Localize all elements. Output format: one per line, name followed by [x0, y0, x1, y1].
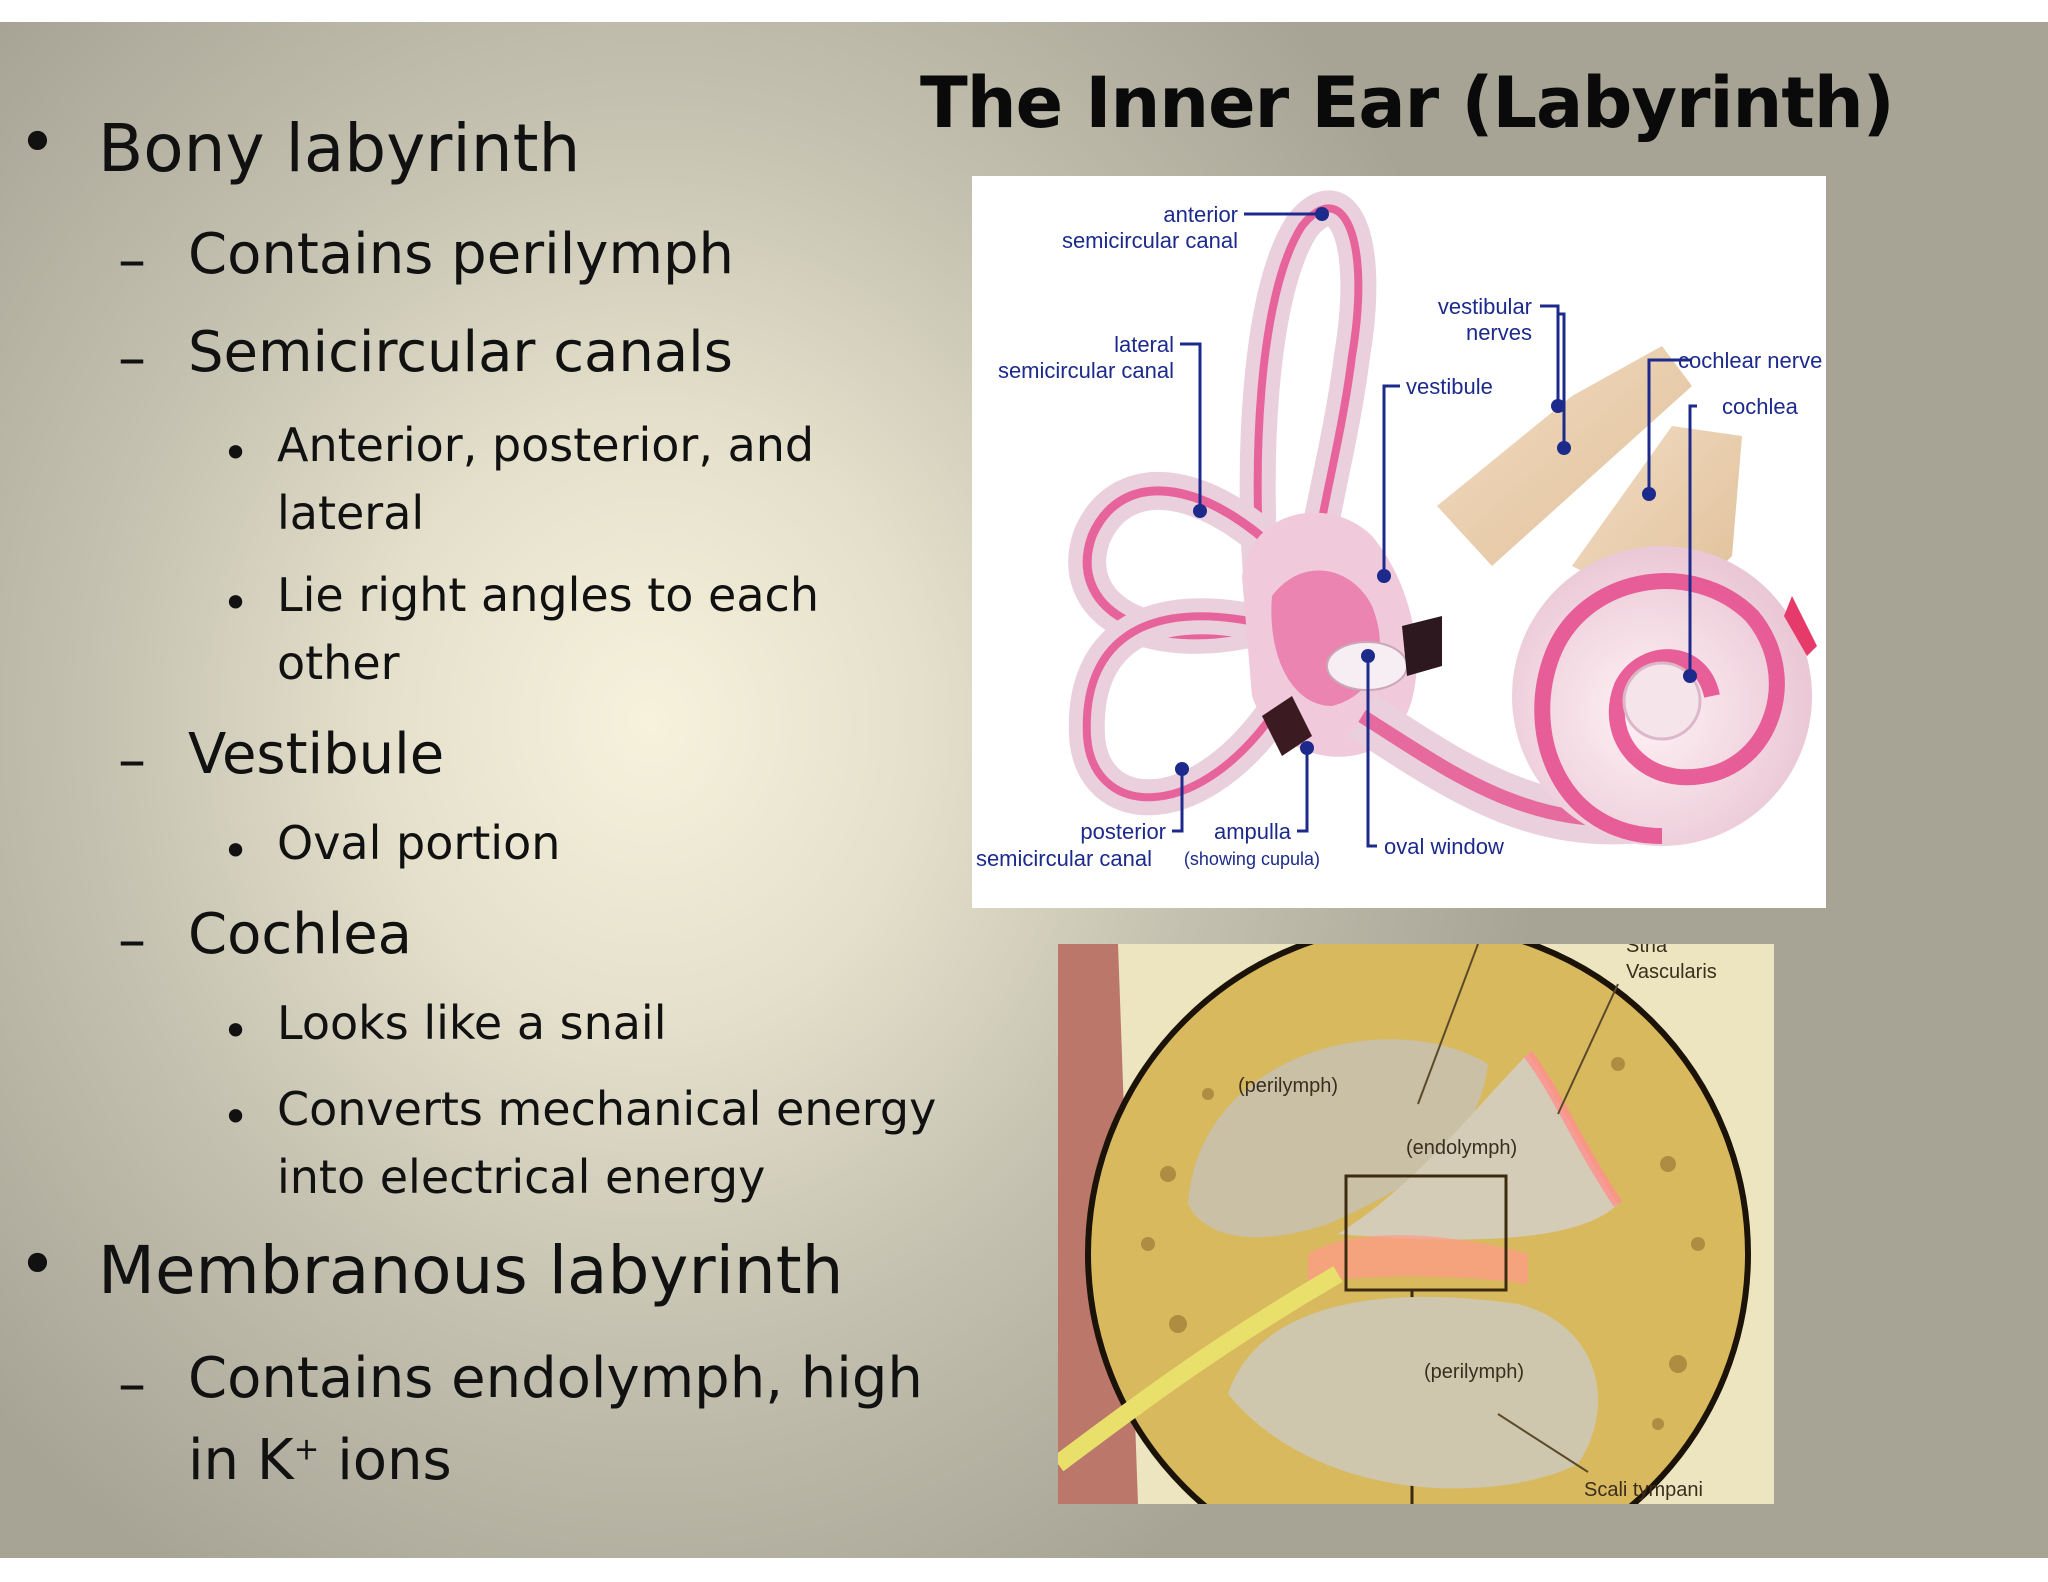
slide-title: The Inner Ear (Labyrinth) — [920, 62, 1895, 144]
subitem-oval-portion: Oval portion — [277, 816, 561, 870]
scala-vestibuli — [1188, 1039, 1488, 1238]
label-lateral-2: semicircular canal — [998, 358, 1174, 383]
label-stria-2: Vascularis — [1626, 961, 1717, 983]
ampulla-shape — [1262, 696, 1312, 756]
sub-bullet-dot: • — [222, 1090, 250, 1144]
dash-mark: – — [118, 728, 146, 793]
slide: The Inner Ear (Labyrinth) • Bony labyrin… — [0, 22, 2048, 1558]
cochlea-cross-section-figure: Stria Vascularis (perilymph) (endolymph)… — [1058, 944, 1774, 1504]
subitem-canal-names-line1: Anterior, posterior, and — [277, 418, 815, 472]
subitem-right-angles-line2: other — [277, 636, 400, 690]
bullet-membranous-labyrinth: Membranous labyrinth — [98, 1232, 844, 1309]
item-cochlea: Cochlea — [188, 902, 412, 967]
label-stria-1: Stria — [1626, 944, 1668, 957]
subitem-canal-names-line2: lateral — [277, 486, 425, 540]
label-anterior-2: semicircular canal — [1062, 228, 1238, 253]
label-posterior-2: semicircular canal — [976, 846, 1152, 871]
dash-mark: – — [118, 228, 146, 293]
label-oval-window: oval window — [1384, 834, 1504, 859]
label-vestibular-2: nerves — [1466, 320, 1532, 345]
item-contains-perilymph: Contains perilymph — [188, 222, 735, 287]
label-lateral-1: lateral — [1114, 332, 1174, 357]
vestibular-nerve-shape — [1437, 346, 1692, 566]
label-vestibular-1: vestibular — [1438, 294, 1532, 319]
label-ampulla-1: ampulla — [1214, 819, 1292, 844]
label-cochlea: cochlea — [1722, 394, 1799, 419]
label-perilymph-top: (perilymph) — [1238, 1075, 1338, 1097]
dash-mark: – — [118, 908, 146, 973]
item-contains-endolymph-line1: Contains endolymph, high — [188, 1346, 923, 1411]
item-semicircular-canals: Semicircular canals — [188, 320, 733, 385]
label-endolymph: (endolymph) — [1406, 1137, 1517, 1159]
item-vestibule: Vestibule — [188, 722, 445, 787]
dash-mark: – — [118, 326, 146, 391]
bullet-dot: • — [18, 104, 57, 181]
label-cochlear-nerve: cochlear nerve — [1678, 348, 1822, 373]
label-ampulla-2: (showing cupula) — [1184, 849, 1320, 869]
sub-bullet-dot: • — [222, 824, 250, 878]
highlight-box — [1344, 1174, 1508, 1292]
sub-bullet-dot: • — [222, 576, 250, 630]
label-scali-tympani: Scali tympani — [1584, 1479, 1703, 1501]
label-perilymph-bottom: (perilymph) — [1424, 1361, 1524, 1383]
organ-of-corti — [1308, 1235, 1528, 1284]
sub-bullet-dot: • — [222, 1004, 250, 1058]
subitem-converts-line2: into electrical energy — [277, 1150, 766, 1204]
scala-tympani — [1228, 1296, 1598, 1489]
item-contains-endolymph-line2: in K+ ions — [188, 1428, 452, 1493]
dash-mark: – — [118, 1352, 146, 1417]
label-anterior-1: anterior — [1163, 202, 1238, 227]
label-posterior-1: posterior — [1080, 819, 1166, 844]
subitem-converts-line1: Converts mechanical energy — [277, 1082, 937, 1136]
stria-vascularis-shape — [1523, 1051, 1623, 1207]
cochlear-duct — [1338, 1054, 1618, 1240]
subitem-right-angles-line1: Lie right angles to each — [277, 568, 819, 622]
sub-bullet-dot: • — [222, 426, 250, 480]
bullet-dot: • — [18, 1226, 57, 1303]
bullet-bony-labyrinth: Bony labyrinth — [98, 110, 581, 187]
inner-ear-labeled-figure: anterior semicircular canal lateral semi… — [972, 176, 1826, 908]
subitem-snail: Looks like a snail — [277, 996, 667, 1050]
label-vestibule: vestibule — [1406, 374, 1493, 399]
nerve-fibre — [1058, 1266, 1343, 1472]
